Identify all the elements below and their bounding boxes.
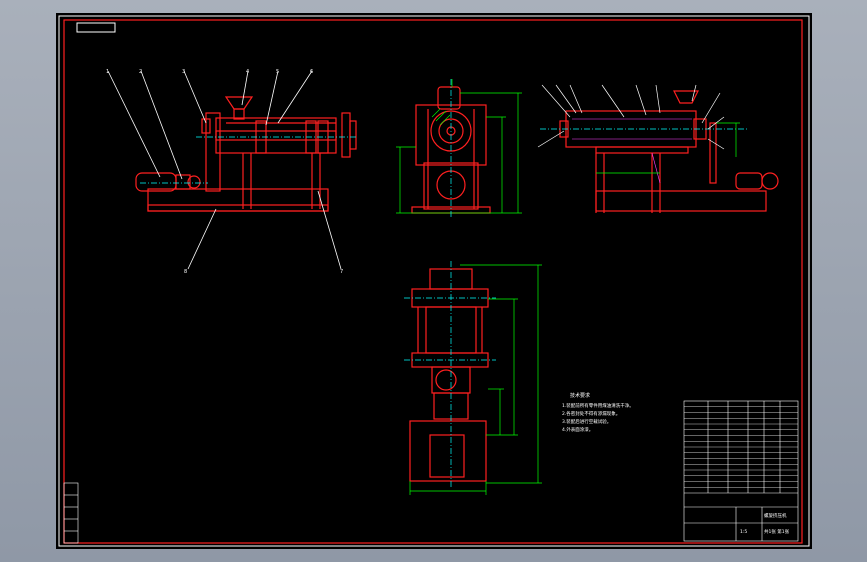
top-view-centerlines [404, 261, 496, 489]
tech-req-item-3: 3.装配后进行空载试验。 [562, 418, 611, 425]
svg-text:4: 4 [246, 69, 249, 75]
outer-frame [58, 15, 810, 547]
tech-requirements: 技术要求 1.装配前所有零件用煤油清洗干净。 2.各密封处不得有渗漏现象。 3.… [562, 392, 634, 433]
cad-drawing: 1 2 3 4 5 6 8 7 [58, 15, 810, 547]
section-view-dimensions [596, 122, 740, 174]
svg-text:3: 3 [182, 69, 185, 75]
front-view-balloons: 1 2 3 4 5 6 8 7 [106, 69, 343, 275]
tech-requirements-heading: 技术要求 [570, 392, 590, 399]
tech-req-item-4: 4.外表面涂漆。 [562, 426, 593, 433]
svg-text:2: 2 [139, 69, 142, 75]
drawing-border [63, 19, 803, 544]
scale-value: 1:5 [740, 529, 747, 535]
side-view-hatch [431, 108, 451, 126]
svg-text:5: 5 [276, 69, 279, 75]
front-view-centerlines [140, 136, 356, 184]
tech-req-item-2: 2.各密封处不得有渗漏现象。 [562, 410, 620, 417]
front-view-leaders [107, 70, 342, 270]
title-block-text: 螺旋挤压机 1:5 共1张 第1张 [740, 512, 790, 535]
title-box [76, 22, 116, 33]
section-view-leaders [537, 84, 725, 150]
drawing-viewport[interactable]: 1 2 3 4 5 6 8 7 [56, 13, 812, 549]
tech-req-item-1: 1.装配前所有零件用煤油清洗干净。 [562, 402, 634, 409]
svg-text:8: 8 [184, 269, 187, 275]
section-view [559, 90, 779, 213]
parts-list-rows [684, 406, 798, 488]
svg-text:1: 1 [106, 69, 109, 75]
top-view [409, 268, 489, 482]
sheet-value: 共1张 第1张 [764, 528, 790, 535]
side-view-dimensions [396, 79, 522, 214]
title-block [683, 400, 799, 542]
revision-block [63, 482, 79, 544]
svg-text:6: 6 [310, 69, 313, 75]
front-view [135, 96, 357, 212]
svg-text:7: 7 [340, 269, 343, 275]
drawing-name: 螺旋挤压机 [764, 512, 787, 519]
section-view-hatch [572, 118, 692, 184]
top-view-dimensions [409, 264, 542, 495]
